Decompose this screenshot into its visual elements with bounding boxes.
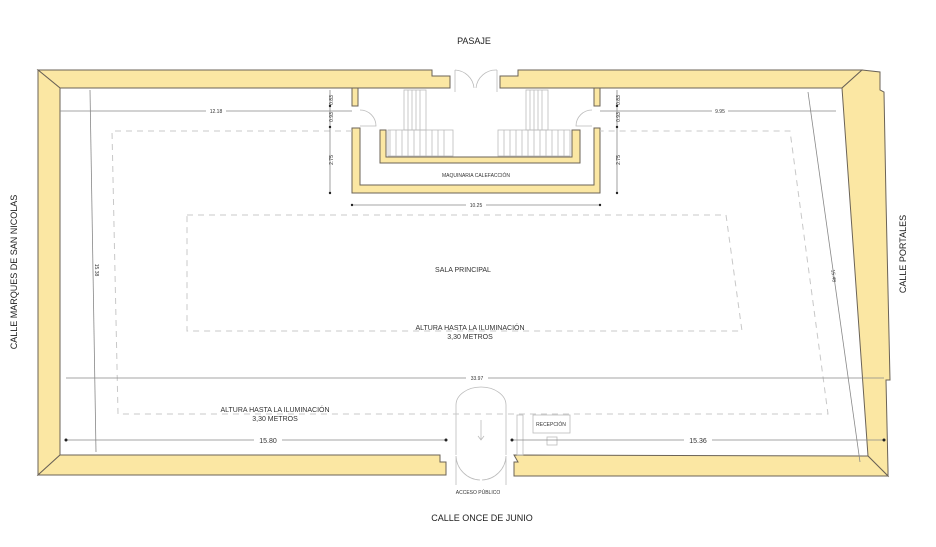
lighting-zone-outer	[111, 130, 829, 415]
street-left: CALLE MARQUES DE SAN NICOLAS	[9, 195, 19, 350]
doors	[359, 69, 593, 485]
wall-right	[841, 69, 891, 478]
street-bottom: CALLE ONCE DE JUNIO	[431, 513, 533, 523]
dim-right-stair-a: 0.83	[616, 95, 622, 105]
stair-pillar-left	[351, 87, 359, 107]
dim-bottom-right: 15.36	[689, 438, 707, 445]
dim-top-left: 12.18	[210, 109, 223, 115]
dim-right-stair-c: 2.75	[616, 155, 622, 165]
dim-machinery-width: 10.25	[470, 203, 483, 209]
dim-right-stair-b: 0.93	[616, 112, 622, 122]
dim-total-width: 33.97	[471, 376, 484, 382]
dim-left-stair-a: 0.83	[329, 95, 335, 105]
room-main-hall: SALA PRINCIPAL	[435, 267, 491, 274]
height-note-center-1: ALTURA HASTA LA ILUMINACIÓN	[415, 323, 524, 332]
height-note-left-2: 3,30 METROS	[252, 416, 298, 423]
room-machinery: MAQUINARIA CALEFACCIÓN	[442, 172, 510, 179]
dim-left-stair-c: 2.75	[329, 155, 335, 165]
dim-right-height: 15.48	[829, 269, 837, 282]
wall-top-right	[499, 69, 864, 89]
stair-core-wall	[351, 127, 601, 194]
room-reception: RECEPCIÓN	[536, 421, 566, 428]
dim-left-stair-b: 0.93	[329, 112, 335, 122]
street-right: CALLE PORTALES	[898, 215, 908, 293]
wall-top-left	[36, 69, 451, 89]
dim-bottom-left: 15.80	[259, 438, 277, 445]
street-top: PASAJE	[457, 36, 491, 46]
wall-bottom-left	[36, 454, 447, 476]
wall-left	[37, 68, 61, 477]
stair-pillar-right	[593, 87, 601, 107]
wall-bottom-right	[513, 454, 890, 477]
dim-top-right: 9.95	[715, 109, 725, 115]
height-note-left-1: ALTURA HASTA LA ILUMINACIÓN	[220, 405, 329, 414]
stairs	[387, 89, 571, 157]
stair-inner-wall	[379, 129, 581, 164]
dim-left-height: 15.38	[93, 264, 99, 277]
dimension-lines	[60, 89, 886, 463]
room-entrance: ACCESO PÚBLICO	[456, 489, 501, 496]
height-note-center-2: 3,30 METROS	[447, 334, 493, 341]
walls	[36, 68, 891, 478]
